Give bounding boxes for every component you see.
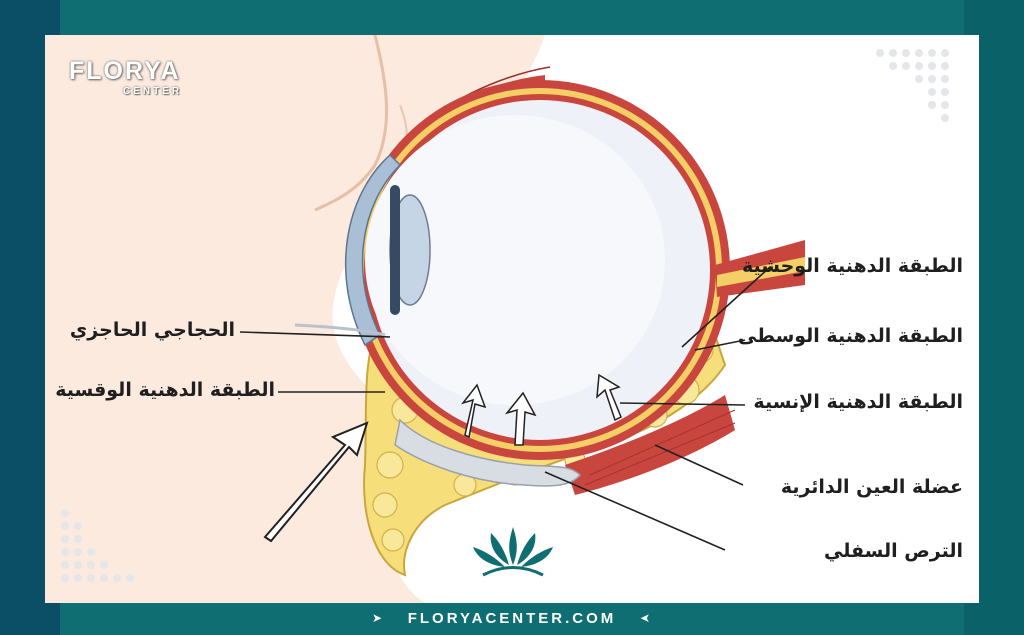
label-lateral-fat: الطبقة الدهنية الوحشية xyxy=(741,255,963,277)
external-arrow xyxy=(263,421,369,543)
label-orbicularis: عضلة العين الدائرية xyxy=(780,476,963,498)
dot-pattern-top-right xyxy=(876,49,949,122)
cornea xyxy=(344,153,402,347)
label-medial-fat: الطبقة الدهنية الإنسية xyxy=(753,391,963,413)
fat-arrows xyxy=(460,373,622,446)
orbital-septum xyxy=(294,323,386,337)
orbicularis-fibers xyxy=(584,409,736,486)
footer-bar: ➤ FLORYACENTER.COM ➤ xyxy=(0,603,1024,635)
label-tarsus: الترص السفلي xyxy=(823,540,963,562)
orbicularis-muscle xyxy=(565,395,735,495)
upper-lid-fold xyxy=(314,35,389,212)
eye-anatomy-illustration xyxy=(45,35,949,603)
inferior-tarsus xyxy=(394,418,582,487)
label-arcuate-fat: الطبقة الدهنية الوقسية xyxy=(55,379,275,401)
vitreous-highlight xyxy=(365,115,665,405)
diagram-panel: FLORYA CENTER الطبقة الدهنية الوحشية الط… xyxy=(45,35,979,603)
label-septum: الحجاجي الحاجزي xyxy=(69,319,235,341)
leader-lines xyxy=(239,266,771,551)
label-central-fat: الطبقة الدهنية الوسطى xyxy=(737,325,963,347)
dot-pattern-bottom-left xyxy=(61,509,134,582)
iris xyxy=(390,185,400,315)
brand-logo-text: FLORYA xyxy=(69,57,181,85)
optic-nerve-sheath xyxy=(717,257,805,287)
footer-website[interactable]: FLORYACENTER.COM xyxy=(407,610,617,627)
lotus-logo-icon xyxy=(473,527,553,577)
chevron-right-icon: ➤ xyxy=(640,611,651,625)
chevron-left-icon: ➤ xyxy=(372,611,383,625)
brand-logo-subtext: CENTER xyxy=(123,86,183,97)
